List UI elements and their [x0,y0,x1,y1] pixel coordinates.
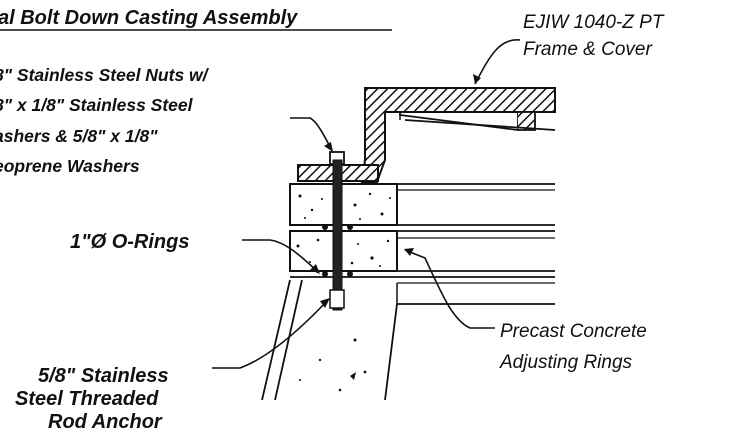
threaded-rod-label: Rod Anchor [48,411,163,433]
nuts-washers-label: 8" Stainless Steel Nuts w/ [0,65,210,85]
o-rings [322,224,353,277]
nuts-washers-label: eoprene Washers [0,156,140,176]
adjusting-rings-label: Precast Concrete [500,321,647,342]
drawing-title: al Bolt Down Casting Assembly [0,7,298,29]
adjusting-rings-leader [404,249,495,329]
frame-cover-leader [474,39,521,85]
threaded-rod-label: Steel Threaded [15,388,159,410]
adjusting-rings-label: Adjusting Rings [499,352,633,373]
nuts-washers-label: ashers & 5/8" x 1/8" [0,126,158,146]
frame-cover-label: Frame & Cover [523,39,652,60]
nuts-washers-label: 8" x 1/8" Stainless Steel [0,95,194,115]
o-rings-label: 1"Ø O-Rings [70,231,190,253]
manhole-base-wall [261,279,398,401]
threaded-rod-label: 5/8" Stainless [38,365,169,387]
threaded-rod-leader [212,299,329,369]
o-rings-leader [242,239,319,273]
frame-cover-label: EJIW 1040-Z PT [523,12,665,33]
precast-concrete-adjusting-rings [289,183,555,305]
threaded-rod [329,151,345,311]
